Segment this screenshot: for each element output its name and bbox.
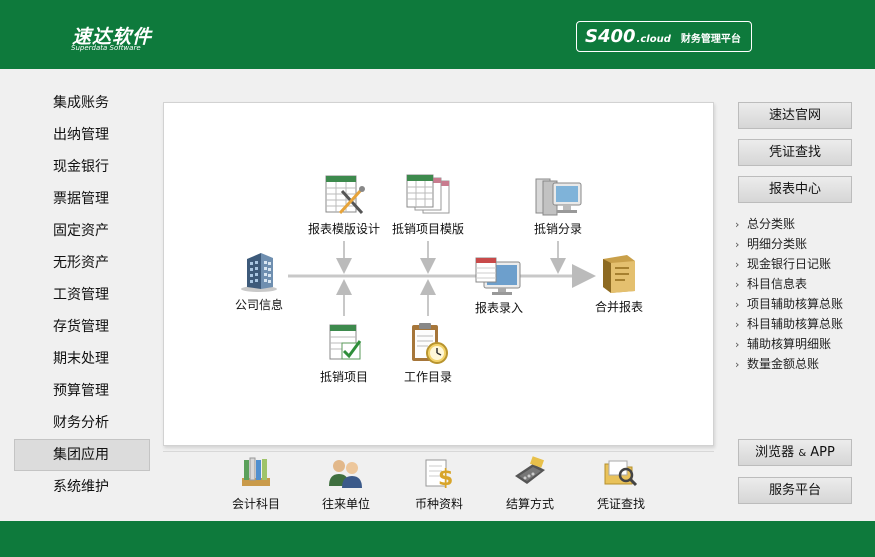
report-link-cash-bank-journal[interactable]: ›现金银行日记账 [735, 254, 843, 274]
users-icon [329, 460, 362, 488]
checklist-icon [329, 324, 362, 360]
report-link-quantity-amount-ledger[interactable]: ›数量金额总账 [735, 354, 843, 374]
service-platform-button[interactable]: 服务平台 [738, 477, 852, 504]
platform-brand: S400 [585, 26, 636, 47]
report-link-aux-detail-ledger[interactable]: ›辅助核算明细账 [735, 334, 843, 354]
official-site-button[interactable]: 速达官网 [738, 102, 852, 129]
platform-badge: S400 .cloud 财务管理平台 [576, 21, 752, 52]
node-label: 抵销项目 [319, 370, 368, 384]
node-label: 合并报表 [594, 300, 643, 314]
node-report-template-design[interactable]: 报表模版设计 [294, 173, 394, 237]
report-link-account-aux-ledger[interactable]: ›科目辅助核算总账 [735, 314, 843, 334]
dock-label: 会计科目 [231, 497, 280, 511]
folder-book-icon [603, 255, 635, 293]
browser-app-suffix: APP [810, 445, 835, 460]
node-label: 抵销分录 [533, 222, 582, 236]
dock-label: 币种资料 [414, 497, 463, 511]
card-terminal-icon [515, 456, 545, 484]
chevron-right-icon: › [735, 338, 740, 351]
dock-item-accounts[interactable]: 会计科目 [211, 456, 301, 512]
report-link-account-info[interactable]: ›科目信息表 [735, 274, 843, 294]
browser-app-label: 浏览器 [755, 445, 795, 460]
chevron-right-icon: › [735, 218, 740, 231]
spreadsheet-tools-icon [325, 175, 365, 215]
node-elimination-items[interactable]: 抵销项目 [294, 321, 394, 385]
svg-text:$: $ [438, 466, 453, 488]
node-work-catalog[interactable]: 工作目录 [378, 321, 478, 385]
node-label: 报表录入 [474, 301, 523, 315]
chevron-right-icon: › [735, 298, 740, 311]
node-consolidated-report[interactable]: 合并报表 [569, 251, 669, 315]
node-report-entry[interactable]: 报表录入 [449, 256, 549, 316]
voucher-search-button[interactable]: 凭证查找 [738, 139, 852, 166]
sidebar-item-period-end[interactable]: 期末处理 [53, 351, 109, 367]
sidebar-item-payroll[interactable]: 工资管理 [53, 287, 109, 303]
browser-app-button[interactable]: 浏览器 & APP [738, 439, 852, 466]
monitor-sheet-icon [475, 257, 521, 295]
chevron-right-icon: › [735, 278, 740, 291]
flow-connectors [288, 241, 596, 316]
building-icon [241, 253, 277, 292]
dock-label: 往来单位 [321, 497, 370, 511]
platform-title: 财务管理平台 [680, 34, 741, 45]
dock-item-currency[interactable]: $ 币种资料 [394, 456, 484, 512]
sidebar-item-group-application[interactable]: 集团应用 [14, 439, 150, 471]
dock-item-voucher-search[interactable]: 凭证查找 [576, 456, 666, 512]
chevron-right-icon: › [735, 258, 740, 271]
dock-label: 结算方式 [505, 497, 554, 511]
dock-label: 凭证查找 [596, 497, 645, 511]
node-label: 抵销项目模版 [391, 222, 464, 236]
node-elimination-template[interactable]: 抵销项目模版 [378, 173, 478, 237]
chevron-right-icon: › [735, 318, 740, 331]
footer-bar [0, 521, 875, 557]
report-link-project-aux-ledger[interactable]: ›项目辅助核算总账 [735, 294, 843, 314]
platform-cloud: .cloud [636, 34, 671, 45]
folder-search-icon [604, 460, 638, 487]
clipboard-clock-icon [412, 323, 448, 364]
dock-item-settlement[interactable]: 结算方式 [485, 456, 575, 512]
sidebar-item-cashier[interactable]: 出纳管理 [53, 127, 109, 143]
node-label: 公司信息 [234, 298, 283, 312]
logo-text: 速达软件 [72, 26, 153, 48]
dollar-document-icon: $ [425, 459, 453, 491]
sidebar: 集成账务 出纳管理 现金银行 票据管理 固定资产 无形资产 工资管理 存货管理 … [14, 87, 150, 503]
node-label: 工作目录 [403, 370, 452, 384]
node-label: 报表模版设计 [307, 222, 380, 236]
header-bar: 速达软件 Superdata Software S400 .cloud 财务管理… [0, 0, 875, 69]
sidebar-item-integrated-accounting[interactable]: 集成账务 [53, 95, 109, 111]
sidebar-item-cash-bank[interactable]: 现金银行 [53, 159, 109, 175]
chevron-right-icon: › [735, 238, 740, 251]
report-list: ›总分类账 ›明细分类账 ›现金银行日记账 ›科目信息表 ›项目辅助核算总账 ›… [735, 214, 843, 374]
sidebar-item-intangible-assets[interactable]: 无形资产 [53, 255, 109, 271]
sidebar-item-budget[interactable]: 预算管理 [53, 383, 109, 399]
node-company-info[interactable]: 公司信息 [209, 249, 309, 313]
sidebar-item-financial-analysis[interactable]: 财务分析 [53, 415, 109, 431]
chevron-right-icon: › [735, 358, 740, 371]
computer-icon [535, 178, 582, 216]
flow-canvas: 公司信息 报表模版设计 抵销项目模版 [163, 102, 714, 446]
ledger-books-icon [242, 457, 270, 486]
sidebar-item-inventory[interactable]: 存货管理 [53, 319, 109, 335]
logo-subtitle: Superdata Software [71, 44, 141, 52]
sidebar-item-fixed-assets[interactable]: 固定资产 [53, 223, 109, 239]
dock-divider [163, 451, 714, 452]
report-center-button[interactable]: 报表中心 [738, 176, 852, 203]
sidebar-item-system-maintenance[interactable]: 系统维护 [53, 479, 109, 495]
sidebar-item-bills[interactable]: 票据管理 [53, 191, 109, 207]
node-elimination-entry[interactable]: 抵销分录 [508, 177, 608, 237]
report-link-detail-ledger[interactable]: ›明细分类账 [735, 234, 843, 254]
browser-app-amp: & [798, 448, 807, 459]
report-link-general-ledger[interactable]: ›总分类账 [735, 214, 843, 234]
stacked-sheets-icon [406, 174, 450, 214]
dock-item-partners[interactable]: 往来单位 [301, 456, 391, 512]
